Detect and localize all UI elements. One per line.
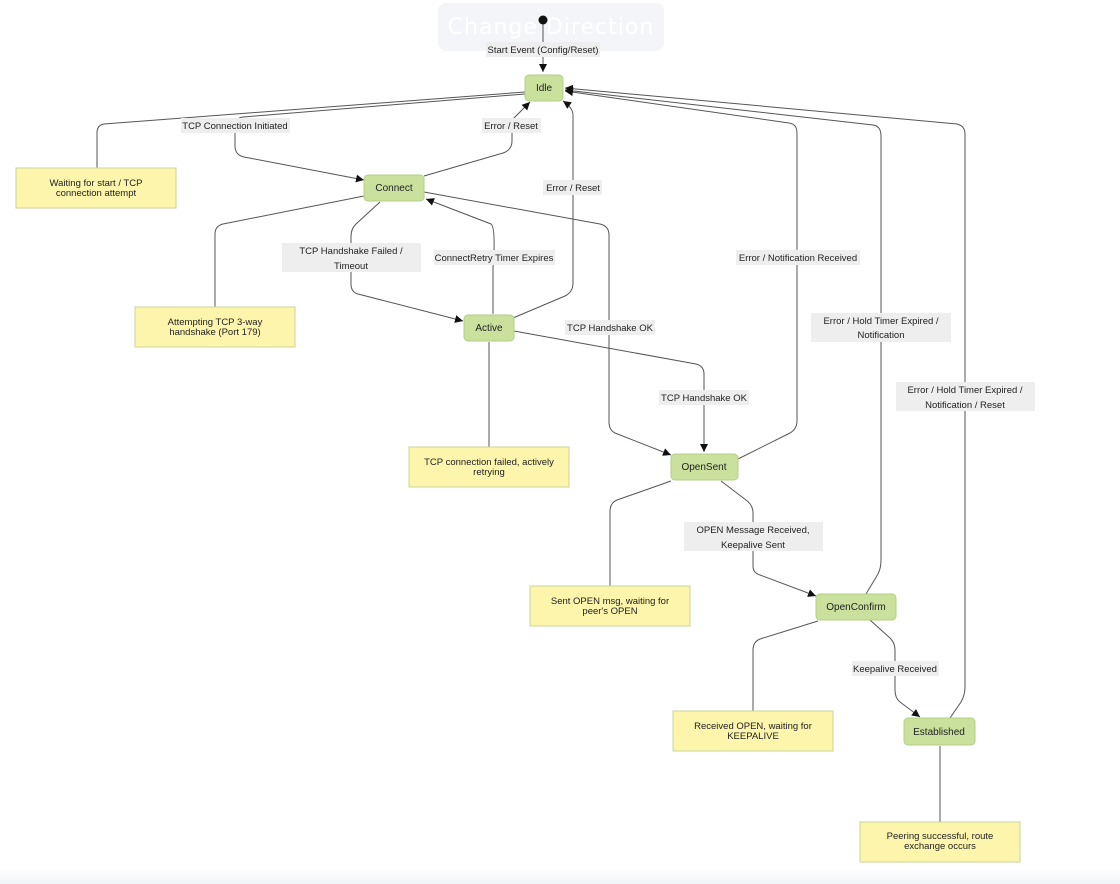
label-idle-connect: TCP Connection Initiated — [181, 118, 290, 133]
edge-active-idle — [512, 100, 574, 319]
svg-text:Peering successful, route: Peering successful, route — [887, 831, 994, 842]
svg-text:ConnectRetry Timer Expires: ConnectRetry Timer Expires — [435, 253, 554, 264]
note-connect: Attempting TCP 3-way handshake (Port 179… — [134, 306, 296, 348]
svg-text:Notification: Notification — [858, 330, 905, 341]
note-connector-connect — [214, 195, 365, 308]
label-active-idle: Error / Reset — [543, 180, 602, 195]
svg-text:TCP connection failed, activel: TCP connection failed, actively — [424, 457, 554, 468]
svg-text:connection attempt: connection attempt — [56, 188, 137, 199]
svg-text:TCP Handshake OK: TCP Handshake OK — [567, 323, 654, 334]
label-connect-active: TCP Handshake Failed / Timeout — [282, 243, 421, 272]
svg-text:OPEN Message Received,: OPEN Message Received, — [697, 525, 810, 536]
svg-text:KEEPALIVE: KEEPALIVE — [727, 731, 779, 742]
label-active-connect: ConnectRetry Timer Expires — [434, 250, 555, 265]
label-openconfirm-established: Keepalive Received — [852, 661, 939, 676]
svg-text:Notification / Reset: Notification / Reset — [925, 400, 1005, 411]
label-opensent-openconfirm: OPEN Message Received, Keepalive Sent — [684, 522, 823, 551]
start-event-label: Start Event (Config/Reset) — [486, 42, 600, 57]
edge-active-opensent — [513, 330, 708, 452]
svg-text:Start Event (Config/Reset): Start Event (Config/Reset) — [488, 45, 599, 56]
state-opensent[interactable]: OpenSent — [670, 453, 739, 481]
state-label: Idle — [536, 83, 553, 94]
label-opensent-idle: Error / Notification Received — [736, 250, 860, 265]
svg-text:Received OPEN, waiting for: Received OPEN, waiting for — [694, 721, 812, 732]
svg-text:handshake (Port 179): handshake (Port 179) — [169, 327, 260, 338]
svg-text:Error / Hold Timer Expired /: Error / Hold Timer Expired / — [907, 385, 1022, 396]
note-opensent: Sent OPEN msg, waiting for peer's OPEN — [529, 585, 691, 627]
state-openconfirm[interactable]: OpenConfirm — [815, 593, 897, 621]
state-active[interactable]: Active — [463, 314, 515, 342]
svg-text:TCP Connection Initiated: TCP Connection Initiated — [182, 121, 287, 132]
svg-text:peer's OPEN: peer's OPEN — [582, 606, 637, 617]
state-connect[interactable]: Connect — [363, 174, 425, 202]
state-label: Connect — [375, 183, 412, 194]
state-label: Established — [913, 727, 965, 738]
note-connector-opensent — [609, 480, 672, 587]
svg-text:exchange occurs: exchange occurs — [904, 841, 976, 852]
states: Idle Connect Active OpenSent OpenConfirm… — [363, 74, 976, 746]
svg-text:Sent OPEN msg, waiting for: Sent OPEN msg, waiting for — [551, 596, 669, 607]
state-idle[interactable]: Idle — [524, 74, 564, 102]
bottom-edge — [0, 868, 1120, 884]
svg-text:Error / Reset: Error / Reset — [484, 121, 538, 132]
label-connect-idle: Error / Reset — [482, 118, 541, 133]
label-active-opensent: TCP Handshake OK — [659, 390, 749, 405]
transition-edges — [96, 20, 966, 823]
initial-node — [538, 15, 548, 25]
state-label: OpenConfirm — [826, 602, 885, 613]
svg-text:retrying: retrying — [473, 467, 505, 478]
note-connector-idle — [96, 91, 526, 168]
edge-active-connect — [425, 198, 495, 314]
note-active: TCP connection failed, actively retrying — [408, 446, 570, 488]
note-connector-openconfirm — [752, 620, 819, 712]
svg-text:Attempting TCP 3-way: Attempting TCP 3-way — [168, 317, 263, 328]
svg-text:Timeout: Timeout — [334, 261, 368, 272]
state-label: Active — [475, 323, 503, 334]
label-openconfirm-idle: Error / Hold Timer Expired / Notificatio… — [811, 313, 951, 342]
svg-text:TCP Handshake Failed /: TCP Handshake Failed / — [299, 246, 403, 257]
note-established: Peering successful, route exchange occur… — [859, 821, 1021, 863]
svg-text:Error / Reset: Error / Reset — [546, 183, 600, 194]
label-established-idle: Error / Hold Timer Expired / Notificatio… — [896, 382, 1035, 411]
state-label: OpenSent — [681, 462, 726, 473]
svg-text:Error / Notification Received: Error / Notification Received — [739, 253, 857, 264]
edge-idle-connect — [234, 93, 526, 183]
svg-text:Waiting for start / TCP: Waiting for start / TCP — [50, 178, 143, 189]
svg-text:TCP Handshake OK: TCP Handshake OK — [661, 393, 748, 404]
label-connect-opensent: TCP Handshake OK — [565, 320, 655, 335]
svg-text:Error / Hold Timer Expired /: Error / Hold Timer Expired / — [823, 316, 938, 327]
notes: Waiting for start / TCP connection attem… — [15, 167, 1021, 863]
note-idle: Waiting for start / TCP connection attem… — [15, 167, 177, 209]
svg-text:Keepalive Received: Keepalive Received — [853, 664, 937, 675]
edge-opensent-idle — [564, 88, 798, 460]
state-established[interactable]: Established — [903, 717, 976, 746]
note-openconfirm: Received OPEN, waiting for KEEPALIVE — [672, 710, 834, 752]
svg-text:Keepalive Sent: Keepalive Sent — [721, 540, 785, 551]
transition-labels: Start Event (Config/Reset) TCP Connectio… — [181, 42, 1035, 676]
edge-connect-idle — [423, 101, 531, 177]
edge-openconfirm-idle — [564, 86, 882, 595]
